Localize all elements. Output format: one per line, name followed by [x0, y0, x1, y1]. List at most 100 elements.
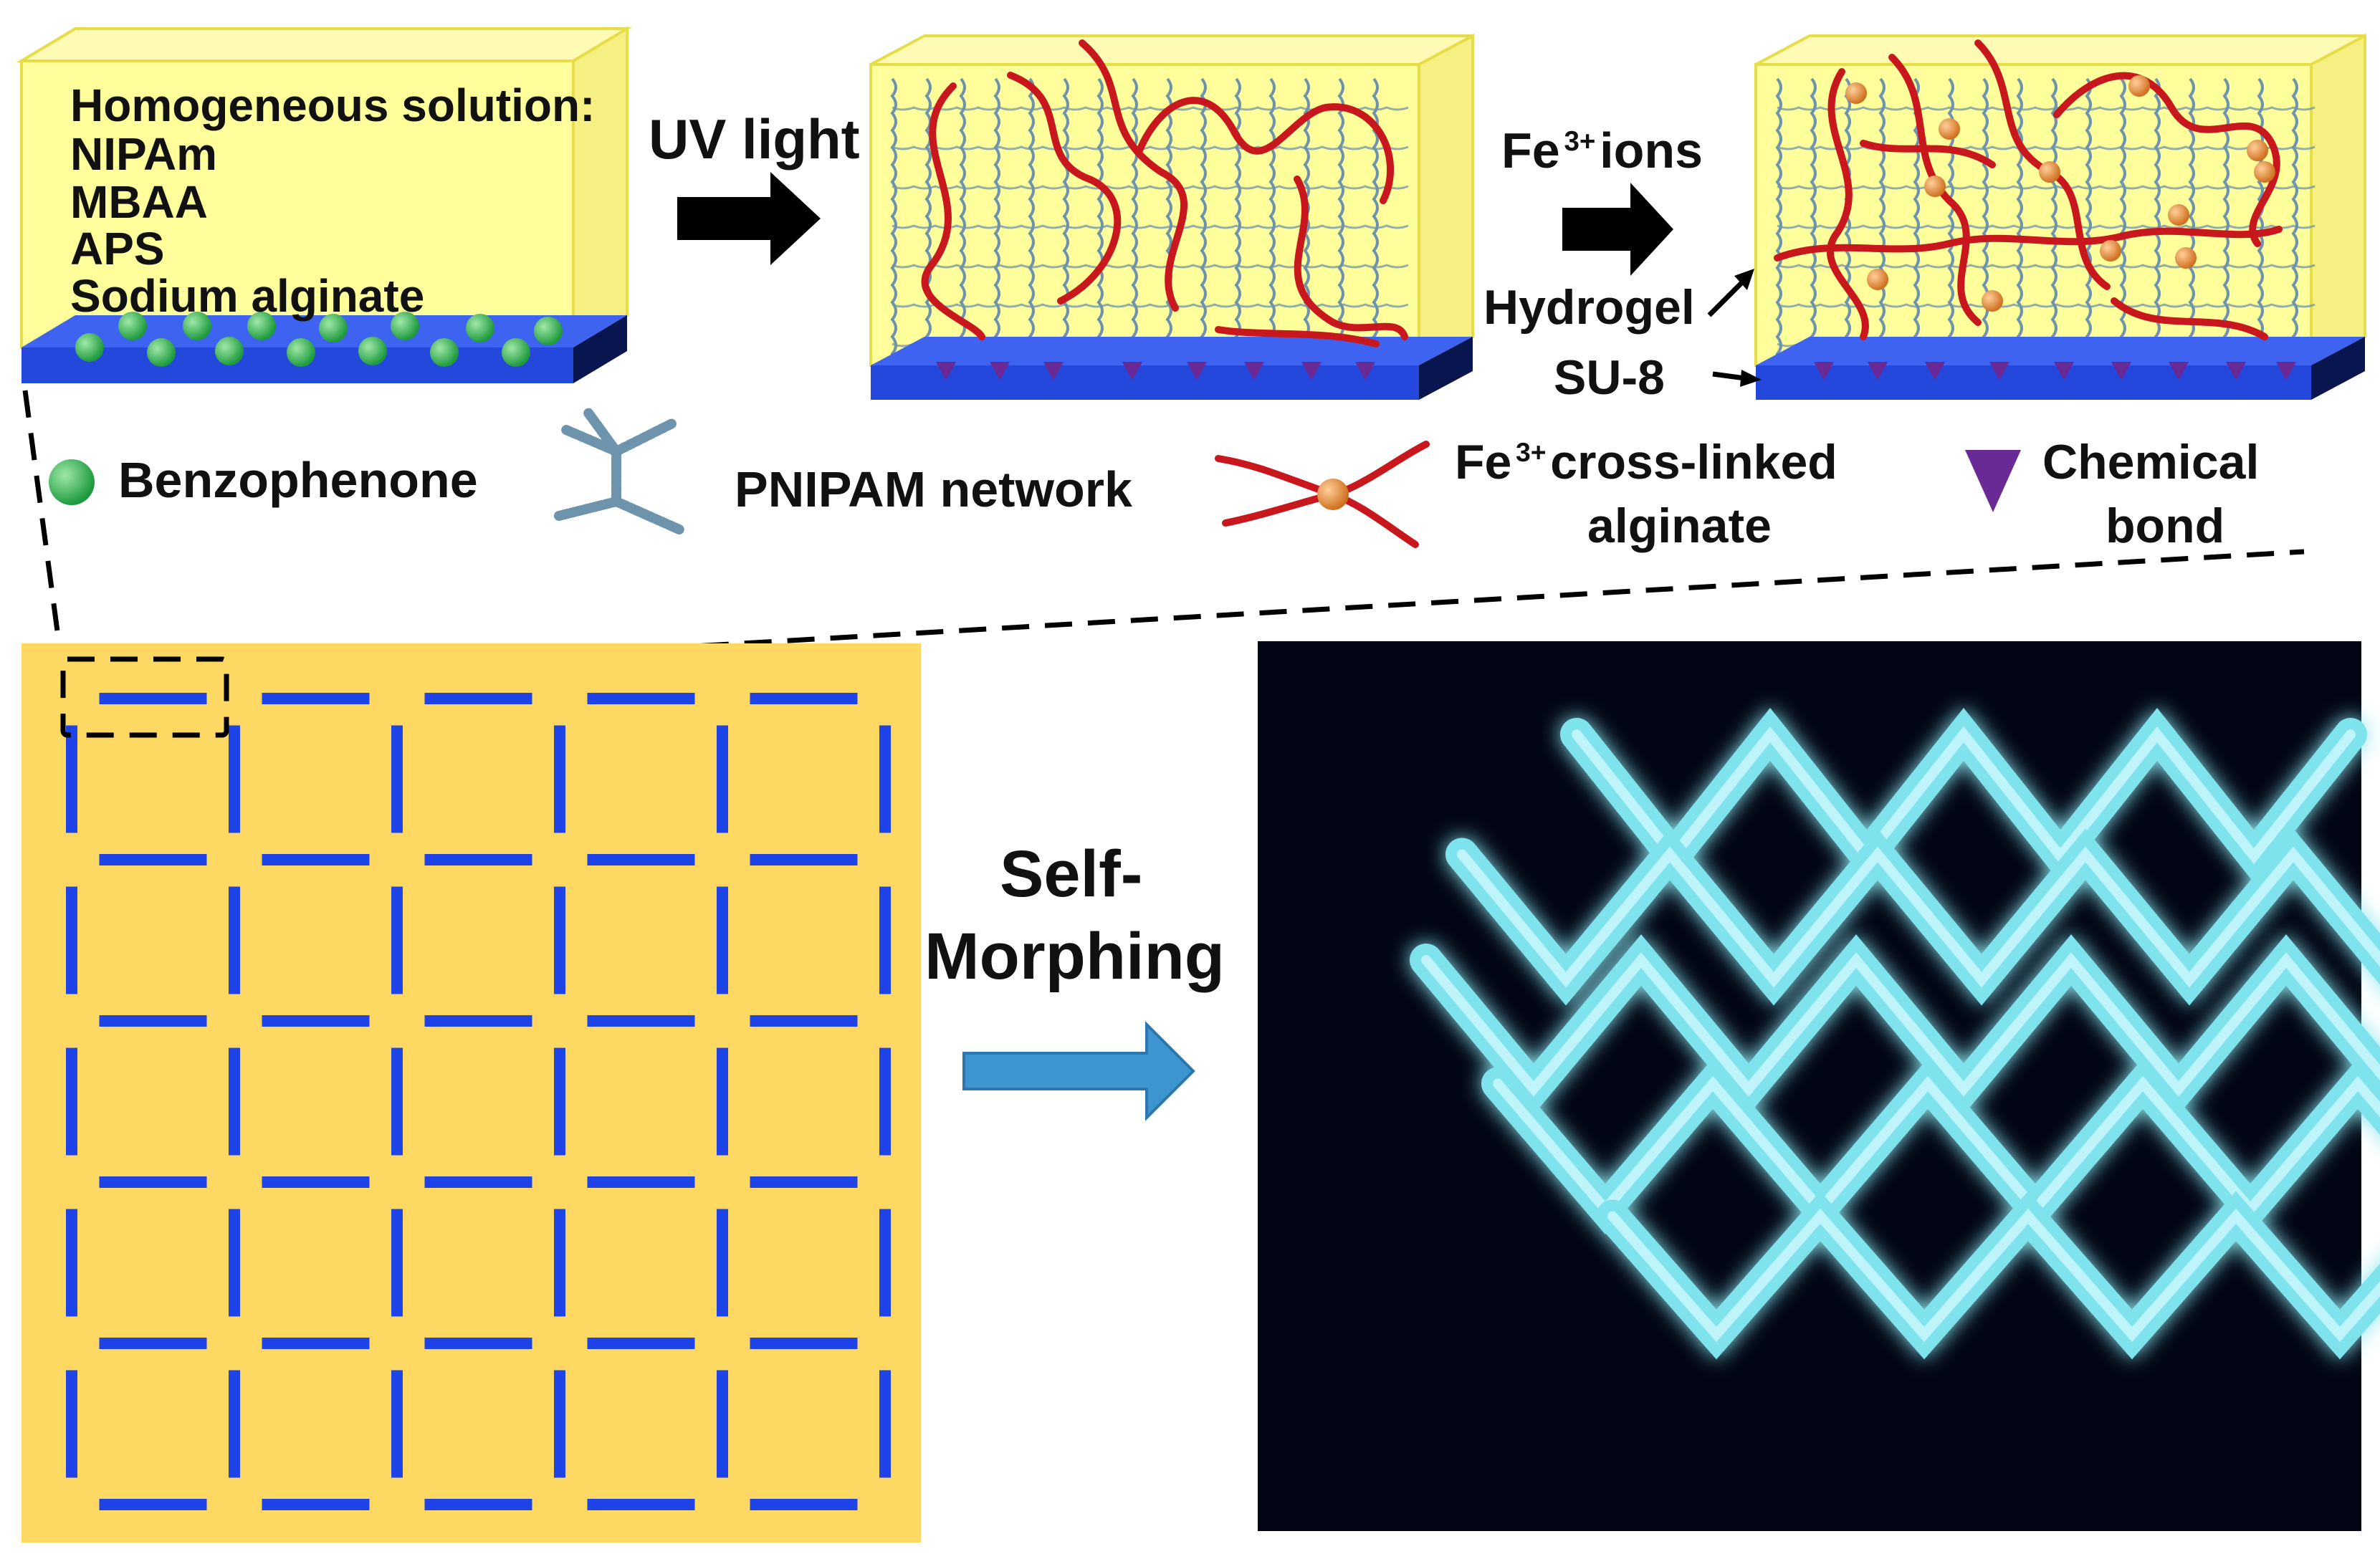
- pnipam-strand: [924, 77, 932, 373]
- hydrogel-label: Hydrogel: [1483, 280, 1695, 335]
- hinge-horizontal: [587, 1338, 695, 1349]
- solution-box: [16, 26, 633, 350]
- pnipam-crossline: [892, 264, 1409, 269]
- origami-ribbon-highlight: [1421, 952, 2380, 1097]
- pnipam-strand: [2085, 77, 2092, 373]
- chemical-bond: [1868, 362, 1888, 380]
- hinge-horizontal: [587, 1499, 695, 1510]
- origami-ribbon-highlight: [1572, 726, 2356, 865]
- hinge-horizontal: [424, 854, 532, 865]
- hinge-horizontal: [424, 1015, 532, 1027]
- hinge-vertical: [717, 886, 728, 994]
- benzophenone-molecule: [534, 317, 563, 345]
- hinge-vertical: [391, 1209, 403, 1317]
- zoom-selection-box: [60, 656, 229, 738]
- hinge-vertical: [717, 725, 728, 833]
- hinge-vertical: [554, 1209, 565, 1317]
- pnipam-icon-arm: [611, 418, 679, 456]
- fe-crosslink-beads: [1845, 75, 2275, 312]
- hinge-vertical: [879, 1209, 891, 1317]
- hinge-vertical: [391, 1370, 403, 1478]
- pnipam-crossline: [1777, 224, 2316, 229]
- chemical-bond: [2169, 362, 2189, 380]
- hinge-vertical: [229, 1370, 240, 1478]
- chemical-bond: [1355, 362, 1375, 380]
- hinge-vertical: [229, 725, 240, 833]
- hinge-vertical: [879, 1047, 891, 1156]
- fe-bead: [1845, 82, 1867, 104]
- hinge-vertical: [879, 886, 891, 994]
- pnipam-strand: [1131, 77, 1138, 373]
- chemical-bonds-2: [1814, 362, 2296, 380]
- self-morphed-origami-lattice: [1410, 708, 2380, 1360]
- hinge-horizontal: [750, 1176, 858, 1188]
- alginate-chains-1: [921, 39, 1408, 347]
- pnipam-strand: [1303, 77, 1310, 373]
- hinge-horizontal: [750, 693, 858, 704]
- pnipam-strand: [1913, 77, 1920, 373]
- legend-pnipam: PNIPAM network: [735, 461, 1132, 517]
- hinge-horizontal: [262, 1499, 370, 1510]
- benzophenone-molecule: [75, 333, 104, 362]
- fe-bead: [1867, 269, 1888, 290]
- pnipam-strand: [2016, 77, 2023, 373]
- pnipam-strand: [1234, 77, 1241, 373]
- hinge-horizontal: [262, 1015, 370, 1027]
- pnipam-crossline: [1777, 185, 2316, 190]
- hinge-vertical: [391, 725, 403, 833]
- fe-bead: [1982, 290, 2003, 312]
- benzophenone-molecule: [391, 312, 419, 340]
- hinge-vertical: [66, 886, 77, 994]
- pnipam-icon-arm: [554, 497, 621, 521]
- hinge-vertical: [66, 1209, 77, 1317]
- pnipam-strand: [1810, 77, 1817, 373]
- hinge-horizontal: [750, 1015, 858, 1027]
- pnipam-crossline: [1777, 264, 2316, 269]
- benzophenone-molecule: [147, 338, 176, 367]
- benzophenone-molecule: [502, 338, 530, 367]
- chemical-bond: [1187, 362, 1207, 380]
- self-morphing-line1: Self-: [1000, 838, 1143, 911]
- hinge-horizontal: [262, 854, 370, 865]
- hinge-vertical: [66, 725, 77, 833]
- chemical-bonds-1: [936, 362, 1375, 380]
- chemical-bond: [1925, 362, 1945, 380]
- pnipam-strand: [1775, 77, 1782, 373]
- hinge-horizontal: [587, 1176, 695, 1188]
- hinge-vertical: [66, 1047, 77, 1156]
- fe-bead: [2100, 240, 2121, 262]
- benzophenone-icon: [49, 459, 95, 505]
- hinge-horizontal: [424, 1338, 532, 1349]
- origami-ribbon-highlight: [1607, 1208, 2380, 1343]
- benzophenone-molecule: [118, 312, 147, 340]
- hinge-vertical: [391, 886, 403, 994]
- hydrogel-pointer: [1707, 269, 1754, 317]
- benzophenone-molecule: [430, 338, 459, 367]
- pnipam-crossline: [892, 224, 1409, 229]
- component-aps: APS: [70, 223, 165, 274]
- hinge-horizontal: [424, 693, 532, 704]
- legend-bond-line2: bond: [2106, 499, 2225, 553]
- hinge-horizontal: [750, 1338, 858, 1349]
- fe-bead: [2254, 161, 2275, 183]
- benzophenone-molecule: [358, 337, 387, 365]
- alginate-icon-bead: [1317, 479, 1349, 510]
- pnipam-strand: [1982, 77, 1989, 373]
- benzophenone-molecules: [75, 312, 563, 367]
- pnipam-network-icon: [554, 407, 686, 535]
- substrate-2: [871, 337, 1473, 400]
- hinge-vertical: [554, 1370, 565, 1478]
- component-sodium-alginate: Sodium alginate: [70, 270, 425, 322]
- legend-bond-line1: Chemical: [2042, 435, 2260, 489]
- legend-benzophenone: Benzophenone: [118, 452, 478, 508]
- pnipam-strand: [1028, 77, 1035, 373]
- patterned-sheet: [21, 643, 921, 1543]
- hinge-horizontal: [424, 1499, 532, 1510]
- component-mbaa: MBAA: [70, 176, 208, 228]
- hinge-vertical: [229, 1047, 240, 1156]
- fe-bead: [1924, 176, 1946, 197]
- fe-bead: [1939, 118, 1960, 140]
- pnipam-icon-arm: [611, 497, 686, 535]
